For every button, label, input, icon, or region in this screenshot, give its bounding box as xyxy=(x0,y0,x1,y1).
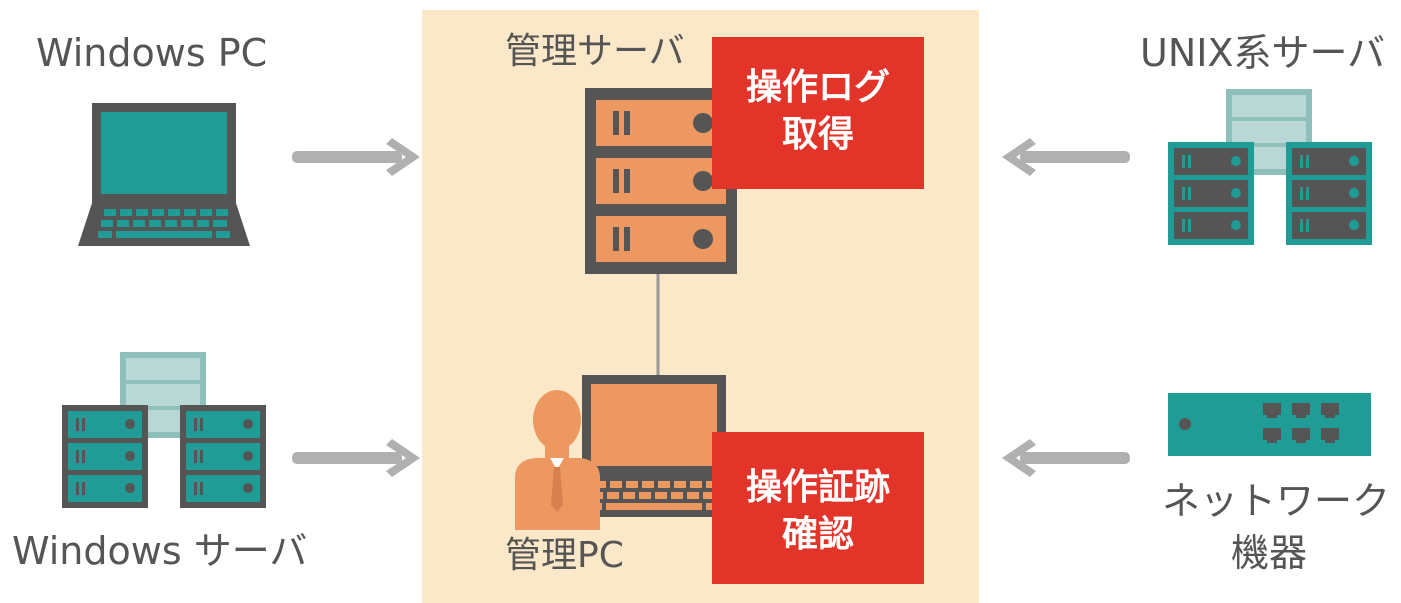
management-server-icon xyxy=(585,88,737,274)
arrow-windows-pc xyxy=(292,138,420,176)
windows-server-label: Windows サーバ xyxy=(12,529,308,573)
trail-check-line1: 操作証跡 xyxy=(745,467,890,508)
tie-icon xyxy=(550,458,564,512)
arrow-network-device xyxy=(1002,439,1130,477)
arrow-windows-server xyxy=(292,439,420,477)
network-device-label-line1: ネットワーク xyxy=(1162,479,1391,523)
laptop-icon xyxy=(78,103,250,246)
management-server-label: 管理サーバ xyxy=(505,31,685,72)
windows-pc-label: Windows PC xyxy=(36,31,268,75)
unix-server-label: UNIX系サーバ xyxy=(1140,31,1386,75)
log-acquisition-line2: 取得 xyxy=(781,113,854,155)
server-cluster-icon xyxy=(62,352,266,508)
management-pc-label: 管理PC xyxy=(505,535,624,576)
unix-server-cluster-icon xyxy=(1168,89,1372,245)
arrow-unix-server xyxy=(1002,138,1130,176)
log-acquisition-box: 操作ログ 取得 xyxy=(712,37,924,189)
network-device-label-line2: 機器 xyxy=(1231,531,1308,575)
management-laptop-icon xyxy=(568,375,740,517)
trail-check-line2: 確認 xyxy=(781,513,854,555)
log-acquisition-line1: 操作ログ xyxy=(745,67,890,108)
network-switch-icon xyxy=(1168,393,1371,456)
trail-check-box: 操作証跡 確認 xyxy=(712,432,924,584)
